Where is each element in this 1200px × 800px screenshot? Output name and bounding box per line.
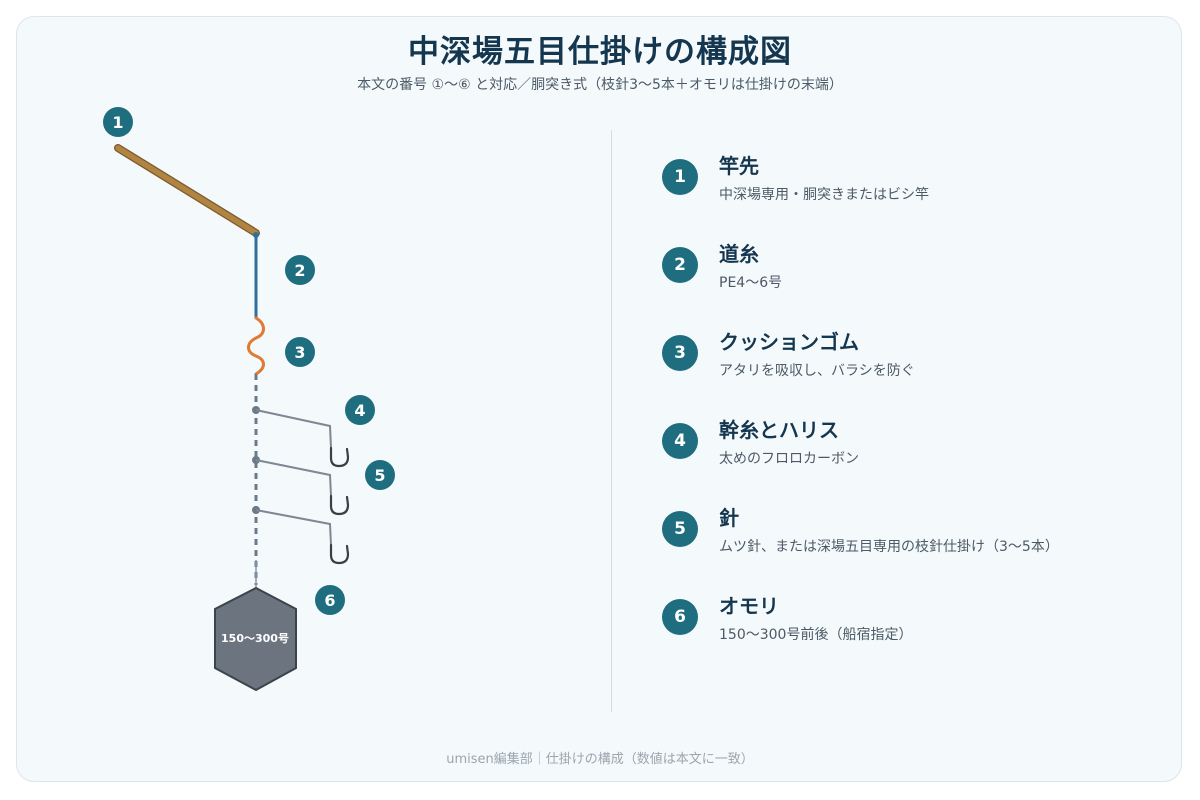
legend-badge: 6 <box>662 599 698 635</box>
badge-label: 5 <box>374 466 385 485</box>
legend-item-trunk-and-leader: 4 幹糸とハリス 太めのフロロカーボン <box>662 417 1162 477</box>
sinker-icon <box>214 586 297 692</box>
legend-badge: 1 <box>662 159 698 195</box>
page-title: 中深場五目仕掛けの構成図 <box>408 34 792 70</box>
legend-item-rod-tip: 1 竿先 中深場専用・胴突きまたはビシ竿 <box>662 153 1162 213</box>
badge-label: 4 <box>354 401 365 420</box>
legend-desc: PE4〜6号 <box>719 275 783 291</box>
badge-hook: 5 <box>365 460 395 490</box>
page-subtitle: 本文の番号 ①〜⑥ と対応／胴突き式（枝針3〜5本＋オモリは仕掛けの末端） <box>357 77 843 93</box>
badge-label: 2 <box>294 261 305 280</box>
badge-label: 1 <box>112 113 123 132</box>
legend-desc: 150〜300号前後（船宿指定） <box>719 627 913 643</box>
legend-desc: 中深場専用・胴突きまたはビシ竿 <box>719 187 929 203</box>
hook-icon <box>329 494 350 516</box>
cushion-rubber <box>247 316 265 376</box>
legend-name: 竿先 <box>719 154 759 178</box>
branch-leader <box>255 409 332 449</box>
footer-note: umisen編集部｜仕掛けの構成（数値は本文に一致） <box>446 752 754 767</box>
sinker-label: 150〜300号 <box>221 632 289 645</box>
badge-cushion-rubber: 3 <box>285 337 315 367</box>
branch-leader <box>255 509 332 546</box>
legend-item-sinker: 6 オモリ 150〜300号前後（船宿指定） <box>662 593 1162 653</box>
badge-label: 3 <box>294 343 305 362</box>
legend-name: オモリ <box>719 594 779 618</box>
badge-main-line: 2 <box>285 255 315 285</box>
legend-desc: ムツ針、または深場五目専用の枝針仕掛け（3〜5本） <box>719 539 1059 555</box>
legend-desc: アタリを吸収し、バラシを防ぐ <box>719 363 915 379</box>
legend-badge: 3 <box>662 335 698 371</box>
rod-tip <box>115 145 259 236</box>
legend-name: 道糸 <box>719 242 759 266</box>
rig-diagram: 150〜300号 1 2 3 4 5 6 <box>103 107 395 692</box>
line-tie-point <box>253 232 259 238</box>
legend-item-main-line: 2 道糸 PE4〜6号 <box>662 241 1162 301</box>
legend-name: クッションゴム <box>719 330 859 354</box>
legend-badge: 5 <box>662 511 698 547</box>
legend-desc: 太めのフロロカーボン <box>719 451 859 467</box>
legend-badge: 2 <box>662 247 698 283</box>
legend-item-cushion-rubber: 3 クッションゴム アタリを吸収し、バラシを防ぐ <box>662 329 1162 389</box>
hook-icon <box>329 543 350 565</box>
badge-label: 6 <box>324 591 335 610</box>
diagram-card <box>16 16 1182 782</box>
legend-badge: 4 <box>662 423 698 459</box>
legend-name: 幹糸とハリス <box>719 418 839 442</box>
badge-trunk-and-leader: 4 <box>345 395 375 425</box>
legend-item-hook: 5 針 ムツ針、または深場五目専用の枝針仕掛け（3〜5本） <box>662 505 1162 565</box>
hook-icon <box>329 446 350 468</box>
legend-name: 針 <box>719 506 739 530</box>
divider <box>611 130 612 712</box>
branch-leader <box>255 459 332 497</box>
badge-sinker: 6 <box>315 585 345 615</box>
badge-rod-tip: 1 <box>103 107 133 137</box>
